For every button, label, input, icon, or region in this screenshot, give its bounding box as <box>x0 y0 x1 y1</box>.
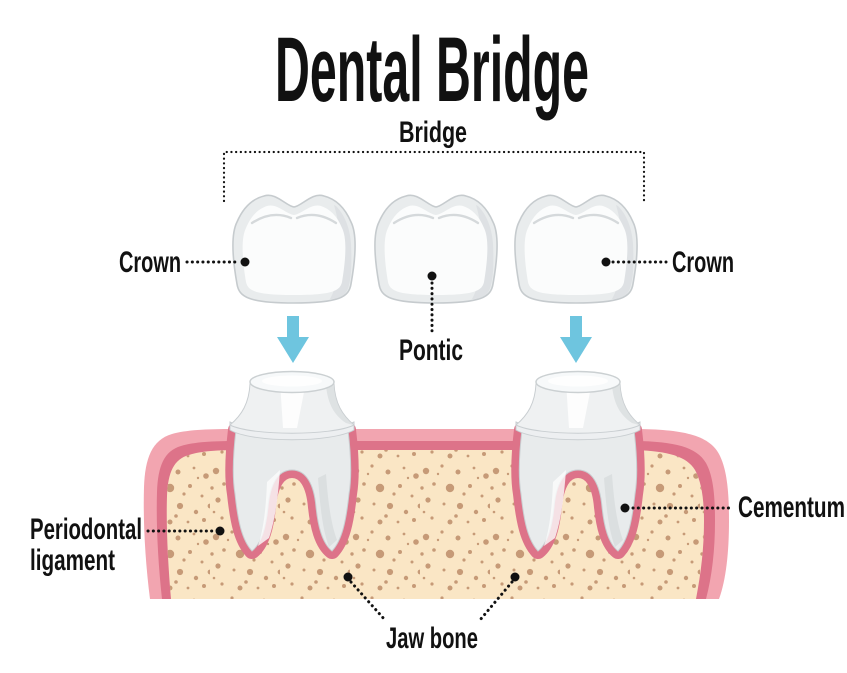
jaw-cross-section <box>143 429 729 599</box>
periodontal-dot <box>215 526 225 536</box>
periodontal-ligament-label-line2: ligament <box>30 544 115 577</box>
jawbone-leader-left <box>349 580 387 622</box>
crown-left-dot <box>240 257 250 267</box>
bridge-label: Bridge <box>399 116 467 149</box>
cementum-dot <box>620 503 630 513</box>
pontic-label: Pontic <box>399 334 463 367</box>
crown-right-label: Crown <box>672 246 734 279</box>
bridge-bracket <box>222 150 646 203</box>
jaw-bone-speckles <box>166 450 704 599</box>
periodontal-ligament-label-line1: Periodontal <box>30 513 142 546</box>
cementum-label: Cementum <box>738 491 845 524</box>
crown-left-label: Crown <box>119 246 181 279</box>
leader-lines <box>146 257 733 622</box>
down-arrow-icon-left <box>277 316 309 363</box>
crown-right-dot <box>601 257 611 267</box>
jaw-bone-label: Jaw bone <box>386 622 478 655</box>
pontic-dot <box>427 271 437 281</box>
crown-right <box>513 194 639 305</box>
jawbone-dot-right <box>510 572 520 582</box>
jawbone-dot-left <box>343 572 353 582</box>
down-arrow-icon-right <box>560 316 592 363</box>
jawbone-leader-right <box>478 580 514 622</box>
page-title: Dental Bridge <box>275 19 589 121</box>
crown-left <box>231 194 357 305</box>
pontic-crown <box>373 194 499 305</box>
